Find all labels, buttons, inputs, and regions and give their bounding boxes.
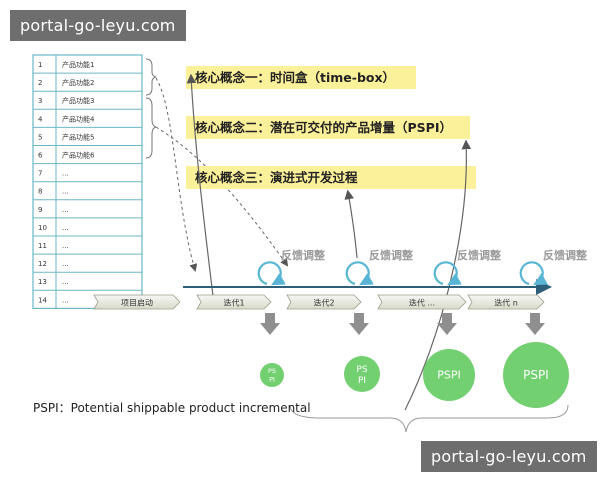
pspi-label: PSPI bbox=[523, 368, 549, 382]
backlog-row-text: ... bbox=[62, 242, 69, 250]
pspi-caption: PSPI：Potential shippable product increme… bbox=[33, 401, 311, 415]
phase-chevron bbox=[93, 294, 181, 310]
phase-chevron bbox=[467, 294, 545, 310]
pspi-label: PI bbox=[269, 376, 275, 384]
phase-label: 迭代1 bbox=[223, 298, 244, 308]
down-arrow bbox=[437, 313, 457, 335]
concept-box bbox=[186, 66, 416, 89]
pspi-label: PS bbox=[268, 367, 276, 375]
phase-label: 迭代 ... bbox=[409, 298, 435, 308]
feedback-label: 反馈调整 bbox=[281, 248, 325, 262]
backlog-row-text: 产品功能1 bbox=[62, 60, 94, 69]
backlog-row-text: ... bbox=[62, 224, 69, 232]
phase-chevron bbox=[196, 294, 272, 310]
backlog-row-number: 9 bbox=[38, 206, 42, 214]
backlog-row-text: ... bbox=[62, 188, 69, 196]
phase-label: 迭代 n bbox=[494, 298, 518, 308]
core-concepts: 核心概念一：时间盒（time-box） 核心概念二：潜在可交付的产品增量（PSPI… bbox=[186, 66, 476, 189]
concept-text: 核心概念一：时间盒（time-box） bbox=[195, 70, 395, 85]
backlog-row-number: 8 bbox=[38, 188, 42, 196]
phase-chevron bbox=[286, 294, 362, 310]
backlog-to-iteration-arrows bbox=[155, 77, 289, 272]
pspi-label: PS bbox=[356, 365, 367, 375]
backlog-row-text: ... bbox=[62, 296, 69, 304]
watermark-top: portal-go-leyu.com bbox=[10, 10, 186, 41]
backlog-row-text: 产品功能4 bbox=[62, 114, 95, 123]
backlog-row-number: 7 bbox=[38, 170, 42, 178]
pspi-circle bbox=[260, 363, 284, 387]
backlog-row-text: ... bbox=[62, 206, 69, 214]
feedback-cycle-arrow bbox=[433, 261, 462, 286]
backlog-row-text: 产品功能5 bbox=[62, 132, 94, 141]
phase-chevrons: 项目启动 迭代1 迭代2 迭代 ... 迭代 n bbox=[93, 294, 545, 310]
pspi-label: PSPI bbox=[437, 369, 461, 382]
backlog-row-text: 产品功能2 bbox=[62, 78, 94, 87]
backlog-row-text: ... bbox=[62, 278, 69, 286]
feedback-label: 反馈调整 bbox=[457, 248, 501, 262]
down-arrow bbox=[349, 313, 369, 335]
pspi-circle bbox=[503, 342, 569, 408]
feedback-cycle-arrow bbox=[345, 261, 374, 286]
backlog-row-number: 14 bbox=[38, 296, 47, 304]
feedback-cycle-arrow bbox=[257, 261, 286, 286]
down-arrow bbox=[260, 313, 280, 335]
watermark-bottom: portal-go-leyu.com bbox=[421, 441, 597, 472]
feedback-cycle-arrow bbox=[519, 261, 548, 286]
phase-label: 项目启动 bbox=[121, 298, 153, 308]
backlog-row-text: 产品功能3 bbox=[62, 96, 94, 105]
backlog-row-number: 11 bbox=[38, 242, 47, 250]
backlog-row-number: 2 bbox=[38, 79, 42, 87]
increment-down-arrows bbox=[260, 313, 545, 335]
phase-chevron bbox=[377, 294, 467, 310]
backlog-row-text: ... bbox=[62, 260, 69, 268]
backlog-row-number: 10 bbox=[38, 224, 47, 232]
backlog-row-number: 1 bbox=[38, 61, 42, 69]
feedback-label: 反馈调整 bbox=[543, 248, 587, 262]
backlog-row-number: 4 bbox=[38, 115, 43, 123]
backlog-row-text: ... bbox=[62, 170, 69, 178]
backlog-row-number: 12 bbox=[38, 260, 47, 268]
backlog-row-number: 5 bbox=[38, 133, 42, 141]
feedback-label: 反馈调整 bbox=[369, 248, 413, 262]
backlog-row-number: 6 bbox=[38, 152, 43, 160]
concept-text: 核心概念三：演进式开发过程 bbox=[195, 170, 358, 185]
pspi-circle bbox=[423, 349, 475, 401]
backlog-row-number: 13 bbox=[38, 278, 47, 286]
product-backlog-table: 1 产品功能1 2 产品功能2 3 产品功能3 4 产品功能4 5 产品功能5 6 产品功能6 7...… bbox=[32, 54, 143, 309]
concept-box bbox=[186, 116, 470, 139]
backlog-brackets bbox=[145, 58, 157, 159]
down-arrow bbox=[525, 313, 545, 335]
phase-label: 迭代2 bbox=[313, 298, 334, 308]
feedback-cycles: 反馈调整 反馈调整 反馈调整 反馈调整 bbox=[257, 248, 587, 286]
concept-text: 核心概念二：潜在可交付的产品增量（PSPI） bbox=[195, 120, 452, 135]
backlog-row-text: 产品功能6 bbox=[62, 151, 95, 160]
pspi-label: PI bbox=[358, 376, 366, 386]
pspi-brace bbox=[289, 404, 569, 433]
backlog-row-number: 3 bbox=[38, 97, 42, 105]
concept-box bbox=[186, 166, 476, 189]
pspi-circle bbox=[344, 356, 380, 392]
